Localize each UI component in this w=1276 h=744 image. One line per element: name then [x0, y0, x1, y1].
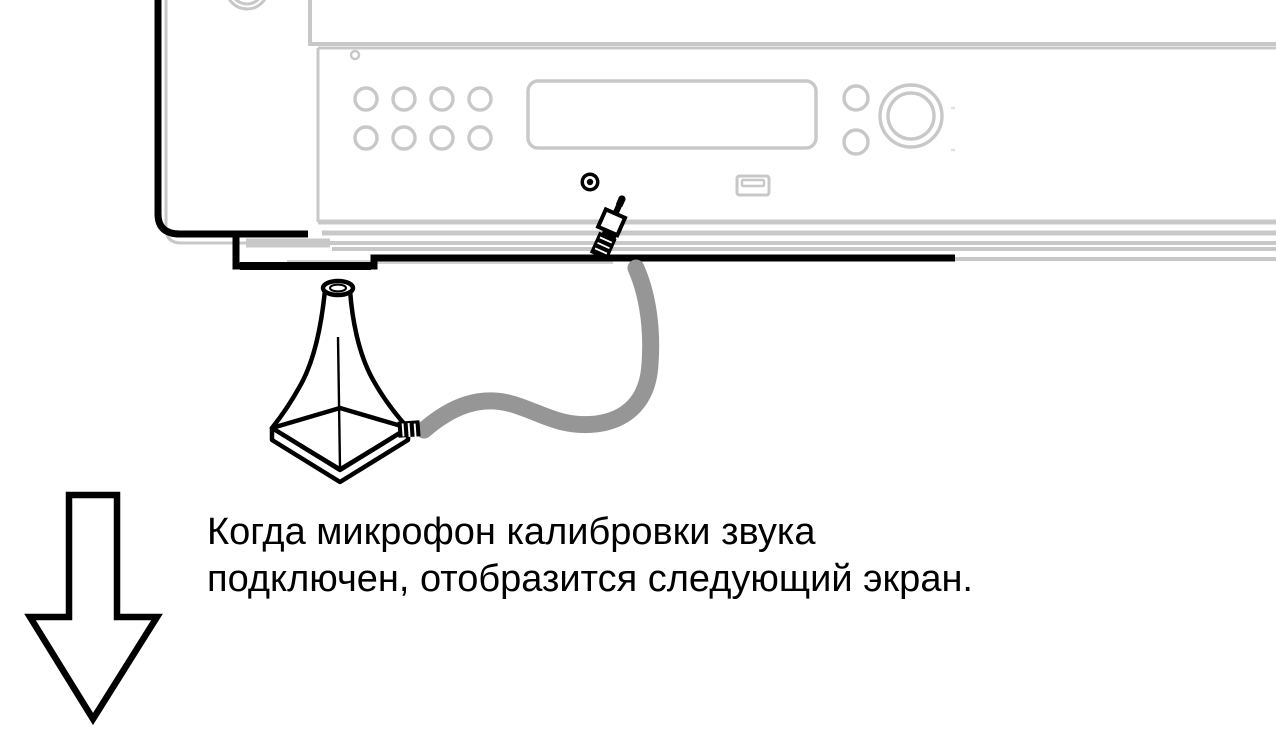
mini-plug [589, 195, 628, 261]
usb-port-inner [740, 178, 766, 188]
microphone-center-ridge [336, 336, 342, 469]
side-panel-inner-outline [164, 0, 330, 245]
cabinet-foot-outline [232, 236, 955, 270]
device-panel-details [164, 0, 1276, 264]
volume-knob-outer-ring [878, 83, 944, 149]
usb-port-outer [735, 174, 771, 197]
small-knob-upper [842, 84, 870, 112]
round-button [353, 125, 379, 151]
calibration-microphone [269, 278, 421, 485]
indicator-led [349, 49, 361, 61]
down-arrow-icon [24, 491, 163, 726]
volume-knob-inner-ring [886, 91, 936, 141]
round-button [353, 86, 379, 112]
round-button [429, 125, 455, 151]
round-button [429, 86, 455, 112]
device-black-outline [154, 0, 955, 270]
display-window [526, 79, 818, 150]
front-panel-top-edge [308, 0, 1276, 46]
microphone-cable [415, 259, 660, 439]
small-knob-lower [842, 128, 870, 156]
microphone-cable-strain-relief [397, 420, 421, 438]
round-button [391, 125, 417, 151]
setup-mic-jack [580, 172, 600, 192]
round-button [467, 86, 493, 112]
instruction-caption: Когда микрофон калибровки звука подключе… [207, 511, 973, 600]
round-button [391, 86, 417, 112]
microphone-base-front [269, 425, 411, 485]
side-panel-outline [154, 0, 308, 238]
small-knob-top-left [228, 0, 266, 11]
round-button [467, 125, 493, 151]
